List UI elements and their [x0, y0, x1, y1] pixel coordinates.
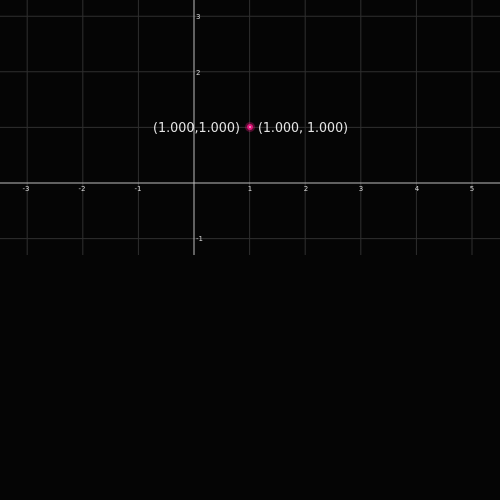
x-tick-label: -2: [79, 185, 86, 193]
y-tick-labels: 3 2 -1: [196, 13, 203, 243]
x-tick-label: -3: [23, 185, 30, 193]
x-tick-labels: -3 -2 -1 1 2 3 4 5: [23, 185, 475, 193]
plotted-point-group[interactable]: (1.000,1.000) (1.000, 1.000): [153, 121, 348, 136]
point-coordinate-label-left: (1.000,1.000): [153, 121, 240, 136]
y-tick-label: 3: [196, 13, 200, 21]
x-tick-label: 1: [248, 185, 252, 193]
grid-lines: [0, 0, 500, 255]
point-coordinate-label-right: (1.000, 1.000): [258, 121, 348, 136]
coordinate-plane[interactable]: -3 -2 -1 1 2 3 4 5 3 2 -1 (1.000,1.000) …: [0, 0, 500, 255]
y-tick-label: 2: [196, 69, 200, 77]
axes: [0, 0, 500, 255]
x-tick-label: 3: [359, 185, 363, 193]
x-tick-label: 4: [415, 185, 420, 193]
x-tick-label: 5: [470, 185, 474, 193]
x-tick-label: -1: [135, 185, 142, 193]
y-tick-label: -1: [196, 235, 203, 243]
point-center: [249, 126, 251, 128]
x-tick-label: 2: [304, 185, 308, 193]
